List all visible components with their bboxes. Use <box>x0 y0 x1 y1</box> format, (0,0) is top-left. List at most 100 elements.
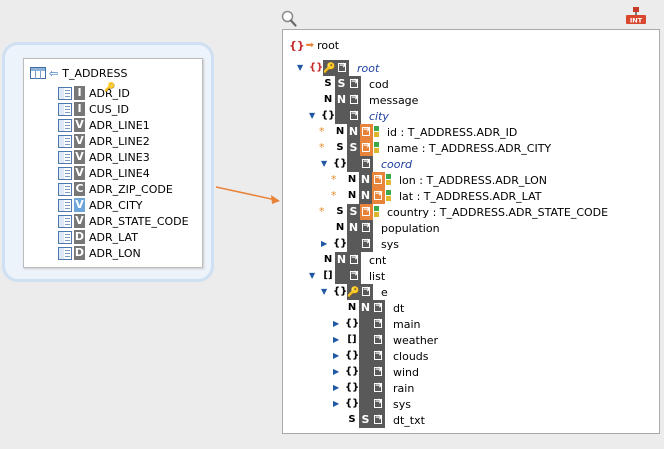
tree-node[interactable]: ▶{}clouds <box>333 348 429 364</box>
integration-icon[interactable]: INT <box>624 6 648 26</box>
tree-node[interactable]: ▶{}sys <box>333 396 411 412</box>
expand-down-icon[interactable]: ▼ <box>297 63 304 72</box>
tree-node-label: weather <box>393 333 439 347</box>
tree-node[interactable]: ▼{}🔑e <box>321 284 388 300</box>
map-icon[interactable] <box>372 412 385 428</box>
tree-node[interactable]: *NNlat : T_ADDRESS.ADR_LAT <box>331 188 541 204</box>
link-arrow-icon: ⇦ <box>49 66 59 80</box>
expand-right-icon[interactable]: ▶ <box>333 351 340 360</box>
column-name: ADR_CITY <box>89 198 143 212</box>
expand-down-icon[interactable]: ▼ <box>321 159 328 168</box>
tree-node[interactable]: *NNid : T_ADDRESS.ADR_ID <box>319 124 517 140</box>
search-icon[interactable] <box>281 10 297 28</box>
column-icon <box>58 214 72 228</box>
expand-down-icon[interactable]: ▼ <box>309 271 316 280</box>
tree-node[interactable]: ▼{}coord <box>321 156 412 172</box>
type-badge: S <box>348 414 356 425</box>
tree-node-label: country : T_ADDRESS.ADR_STATE_CODE <box>387 205 609 219</box>
type-badge-dark: N <box>359 172 372 188</box>
tree-node[interactable]: *SSname : T_ADDRESS.ADR_CITY <box>319 140 551 156</box>
tree-node[interactable]: *NNlon : T_ADDRESS.ADR_LON <box>331 172 547 188</box>
tree-node-label: e <box>381 285 388 299</box>
type-badge: D <box>74 246 85 260</box>
map-icon[interactable] <box>360 156 373 172</box>
mapping-indicators <box>386 190 391 202</box>
tree-node[interactable]: ▼[]list <box>309 268 385 284</box>
type-badge: {} <box>345 318 360 329</box>
column-icon <box>58 166 72 180</box>
tree-node[interactable]: NNcnt <box>321 252 386 268</box>
mapped-star-icon: * <box>331 189 337 202</box>
mapping-icon: ➡ <box>305 39 315 51</box>
tree-node-label: city <box>369 109 389 123</box>
map-icon[interactable] <box>372 300 385 316</box>
tree-node[interactable]: ▶{}wind <box>333 364 419 380</box>
map-icon[interactable] <box>372 380 385 396</box>
column-icon <box>58 150 72 164</box>
tree-node[interactable]: ▶[]weather <box>333 332 439 348</box>
map-icon[interactable] <box>360 140 373 156</box>
map-icon[interactable] <box>348 92 361 108</box>
type-badge-dark <box>359 396 372 412</box>
tree-node[interactable]: SSdt_txt <box>345 412 425 428</box>
expand-down-icon[interactable]: ▼ <box>321 287 328 296</box>
expand-down-icon[interactable]: ▼ <box>309 111 316 120</box>
map-icon[interactable] <box>372 188 385 204</box>
map-icon[interactable] <box>372 332 385 348</box>
column-name: ADR_LINE4 <box>89 166 150 180</box>
map-icon[interactable] <box>348 76 361 92</box>
column-name: CUS_ID <box>89 102 129 116</box>
table-header[interactable]: ⇦ T_ADDRESS <box>30 65 127 81</box>
tree-node[interactable]: SScod <box>321 76 389 92</box>
map-icon[interactable] <box>372 316 385 332</box>
column-icon <box>58 230 72 244</box>
type-badge-dark: N <box>359 188 372 204</box>
tree-node[interactable]: ▶{}sys <box>321 236 399 252</box>
expand-right-icon[interactable]: ▶ <box>333 399 340 408</box>
map-icon[interactable] <box>360 124 373 140</box>
tree-node[interactable]: NNdt <box>345 300 404 316</box>
tree-node[interactable]: NNpopulation <box>333 220 440 236</box>
type-badge-dark <box>359 348 372 364</box>
map-icon[interactable] <box>348 108 361 124</box>
expand-right-icon[interactable]: ▶ <box>333 319 340 328</box>
map-icon[interactable] <box>372 348 385 364</box>
map-icon[interactable] <box>360 204 373 220</box>
map-icon[interactable] <box>360 284 373 300</box>
tree-node[interactable]: ▼{}🔑root <box>297 60 379 76</box>
json-tree-panel[interactable]: {} ➡ root ▼{}🔑rootSScodNNmessage▼{}city*… <box>282 29 660 434</box>
tree-node[interactable]: *SScountry : T_ADDRESS.ADR_STATE_CODE <box>319 204 609 220</box>
expand-right-icon[interactable]: ▶ <box>333 383 340 392</box>
type-badge-dark: N <box>335 252 348 268</box>
tree-node[interactable]: ▶{}rain <box>333 380 414 396</box>
map-icon[interactable] <box>372 396 385 412</box>
type-badge: V <box>74 118 85 132</box>
tree-node[interactable]: NNmessage <box>321 92 418 108</box>
type-badge-dark: S <box>347 140 360 156</box>
expand-right-icon[interactable]: ▶ <box>333 367 340 376</box>
type-badge: V <box>74 150 85 164</box>
map-icon[interactable] <box>360 220 373 236</box>
expand-right-icon[interactable]: ▶ <box>321 239 328 248</box>
tree-node[interactable]: ▶{}main <box>333 316 420 332</box>
expand-right-icon[interactable]: ▶ <box>333 335 340 344</box>
tree-node[interactable]: ▼{}city <box>309 108 389 124</box>
map-icon[interactable] <box>348 268 361 284</box>
map-icon[interactable] <box>372 364 385 380</box>
map-icon[interactable] <box>360 236 373 252</box>
map-icon[interactable] <box>336 60 349 76</box>
map-icon[interactable] <box>372 172 385 188</box>
map-icon[interactable] <box>348 252 361 268</box>
